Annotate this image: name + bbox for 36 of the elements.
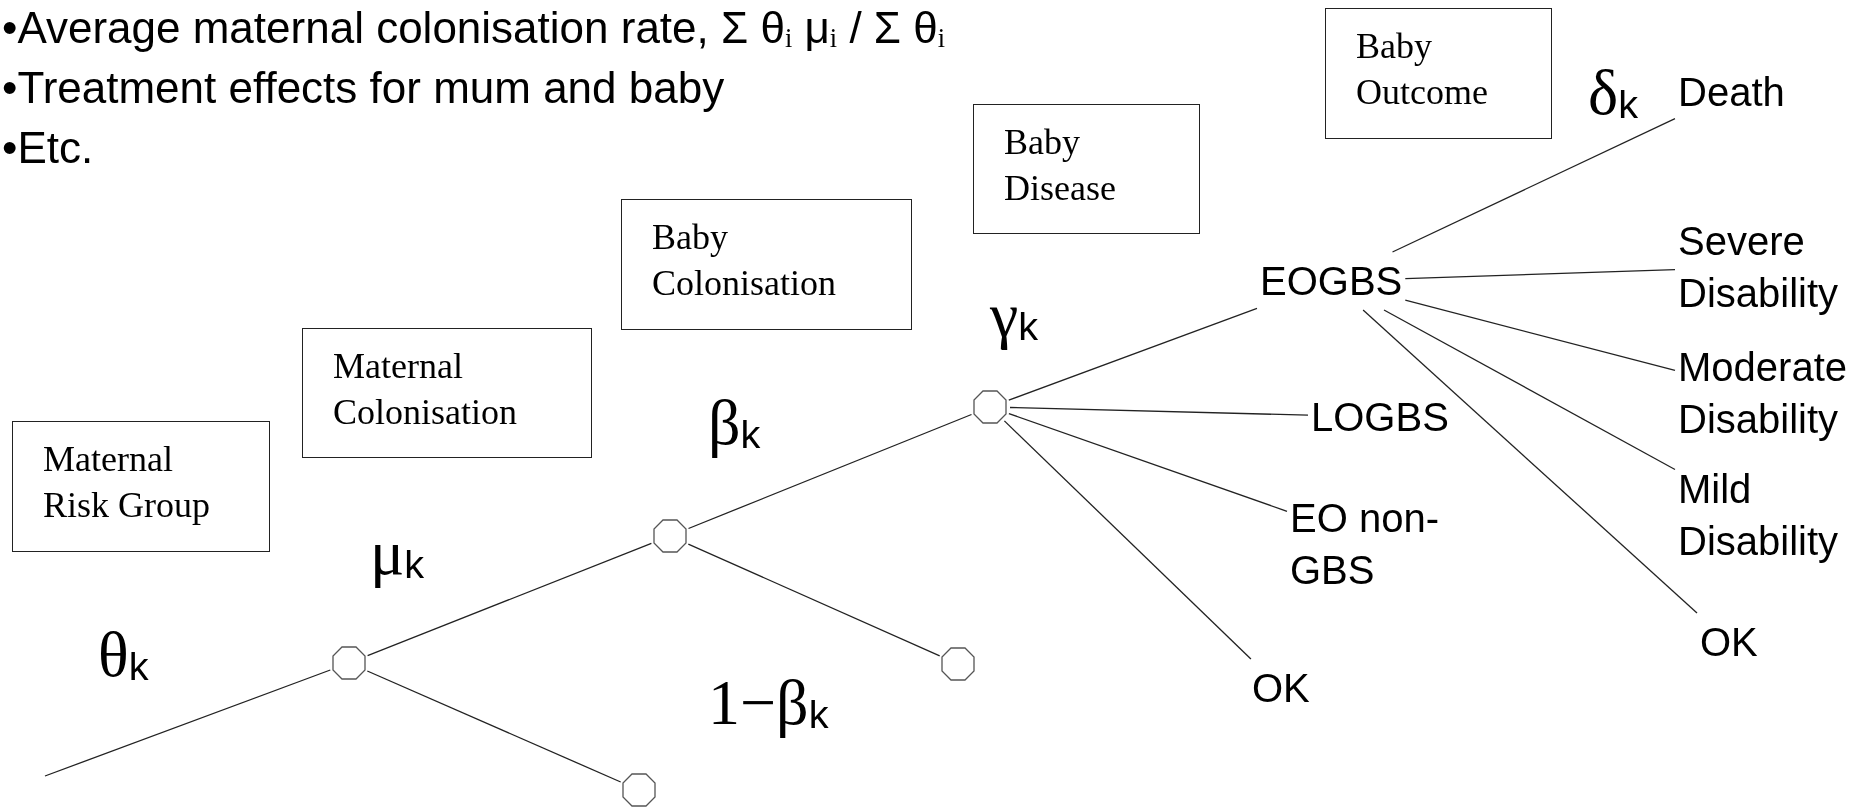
branch-line — [1362, 309, 1698, 614]
outcome-label: OK — [1252, 662, 1310, 714]
branch-line — [1009, 406, 1309, 416]
stage-heading: Maternal Colonisation — [333, 345, 517, 434]
outcome-label: LOGBS — [1311, 391, 1449, 443]
outcome-label: Moderate Disability — [1678, 341, 1847, 445]
outcome-label: Death — [1678, 66, 1785, 118]
branch-line — [44, 669, 331, 777]
outcome-label: EOGBS — [1260, 255, 1403, 307]
outcome-label: OK — [1700, 616, 1758, 668]
branch-line — [687, 413, 973, 530]
branch-line — [1391, 117, 1676, 253]
stage-heading: Maternal Risk Group — [43, 438, 211, 527]
stage-heading-box — [973, 104, 1200, 234]
stage-heading: Baby Outcome — [1356, 25, 1488, 114]
stage-heading-box — [621, 199, 912, 330]
stage-heading: Baby Disease — [1004, 121, 1116, 210]
outcome-label: Mild Disability — [1678, 463, 1839, 567]
branch-line — [687, 543, 941, 657]
branch-line — [1003, 420, 1252, 660]
branch-line — [1008, 307, 1258, 401]
bullet-text: •Average maternal colonisation rate, Σ θ$_{i}$ μ$_{i}$ / Σ θ$_{i}$ — [2, 2, 946, 55]
outcome-label: Severe Disability — [1678, 215, 1839, 319]
stage-heading-box — [302, 328, 592, 458]
branch-line — [1404, 299, 1676, 371]
branch-line — [1383, 309, 1676, 471]
branch-line — [1404, 269, 1676, 280]
branch-line — [1008, 412, 1288, 512]
outcome-label: EO non-GBS — [1290, 492, 1470, 596]
stage-heading: Baby Colonisation — [652, 216, 836, 305]
stage-heading-box — [12, 421, 270, 552]
branch-line — [366, 670, 622, 783]
branch-line — [366, 542, 653, 657]
stage-heading-box — [1325, 8, 1552, 139]
bullet-text: •Treatment effects for mum and baby — [2, 62, 725, 114]
bullet-text: •Etc. — [2, 122, 94, 174]
